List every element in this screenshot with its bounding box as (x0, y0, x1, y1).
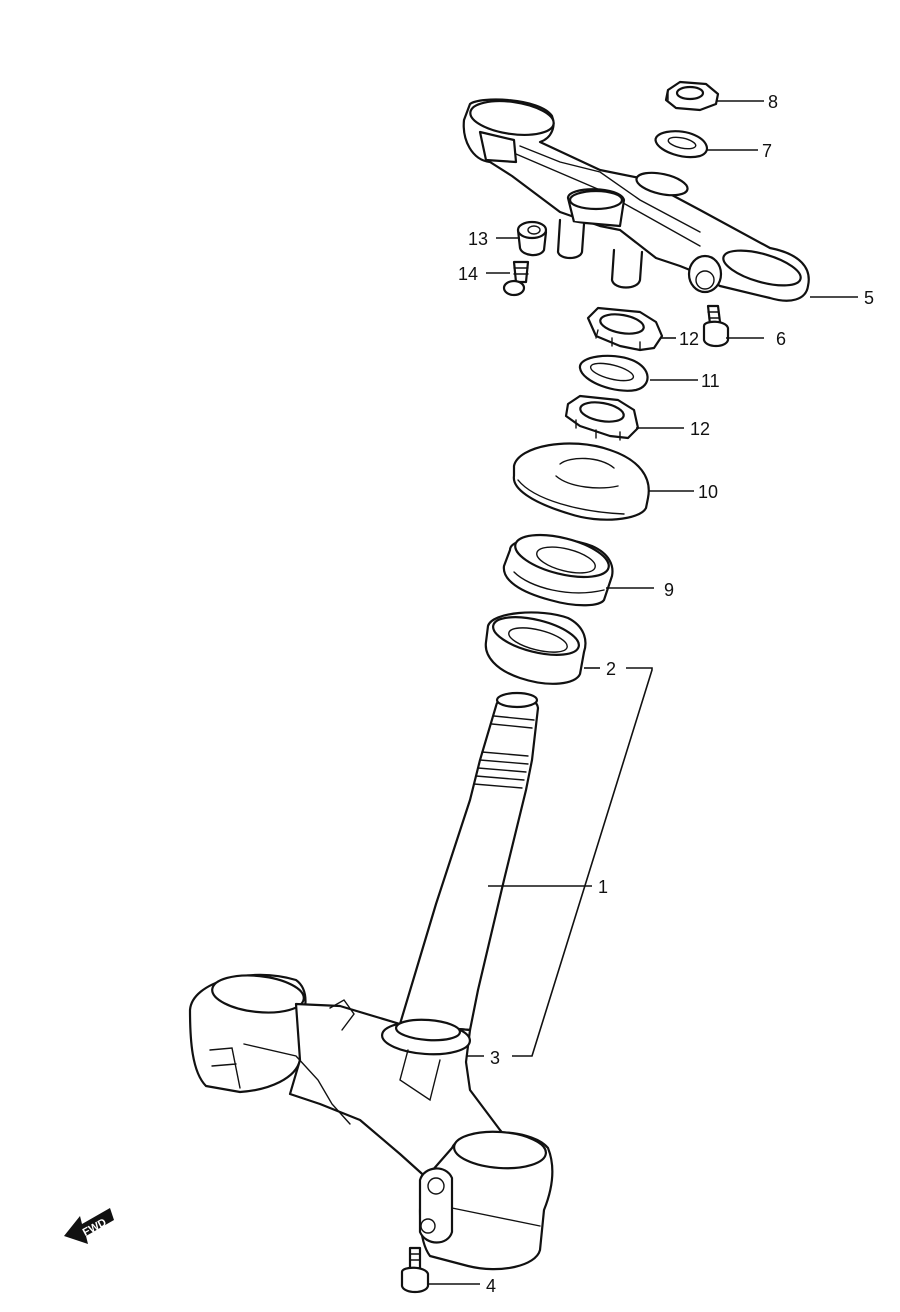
part-12-lock-nut-upper (586, 306, 664, 352)
callout-9: 9 (664, 580, 674, 600)
part-4-bolt (400, 1246, 430, 1294)
part-7-washer (654, 130, 709, 159)
part-3-lower-bracket (188, 973, 554, 1271)
leader-lines (428, 100, 858, 1285)
callout-14: 14 (458, 264, 478, 284)
part-13-collar (516, 220, 548, 257)
part-11-washer (578, 354, 649, 392)
callout-13: 13 (468, 229, 488, 249)
part-8-stem-nut (664, 80, 720, 112)
part-10-dust-cover (512, 442, 650, 521)
callout-12-upper: 12 (679, 329, 699, 349)
forward-direction-arrow: FWD (64, 1208, 114, 1244)
callout-2: 2 (606, 659, 616, 679)
callout-5: 5 (864, 288, 874, 308)
part-5-upper-bracket (462, 98, 810, 302)
arrow-left-icon (64, 1208, 114, 1244)
callout-3: 3 (490, 1048, 500, 1068)
part-14-bolt (502, 260, 530, 297)
callout-11: 11 (701, 371, 720, 391)
part-12-lock-nut-lower (564, 394, 640, 441)
part-9-bearing (502, 533, 614, 607)
callout-1: 1 (598, 877, 608, 897)
callout-4: 4 (486, 1276, 496, 1296)
callout-12-lower: 12 (690, 419, 710, 439)
part-1-steering-stem (398, 691, 540, 1032)
fwd-label: FWD (81, 1216, 109, 1238)
part-2-bearing-race (484, 611, 587, 685)
callout-7: 7 (762, 141, 772, 161)
callout-6: 6 (776, 329, 786, 349)
part-6-bolt (702, 304, 730, 348)
callout-10: 10 (698, 482, 718, 502)
callout-8: 8 (768, 92, 778, 112)
callout-labels: 8 7 5 6 12 11 12 10 9 2 1 3 4 13 14 (458, 92, 874, 1296)
